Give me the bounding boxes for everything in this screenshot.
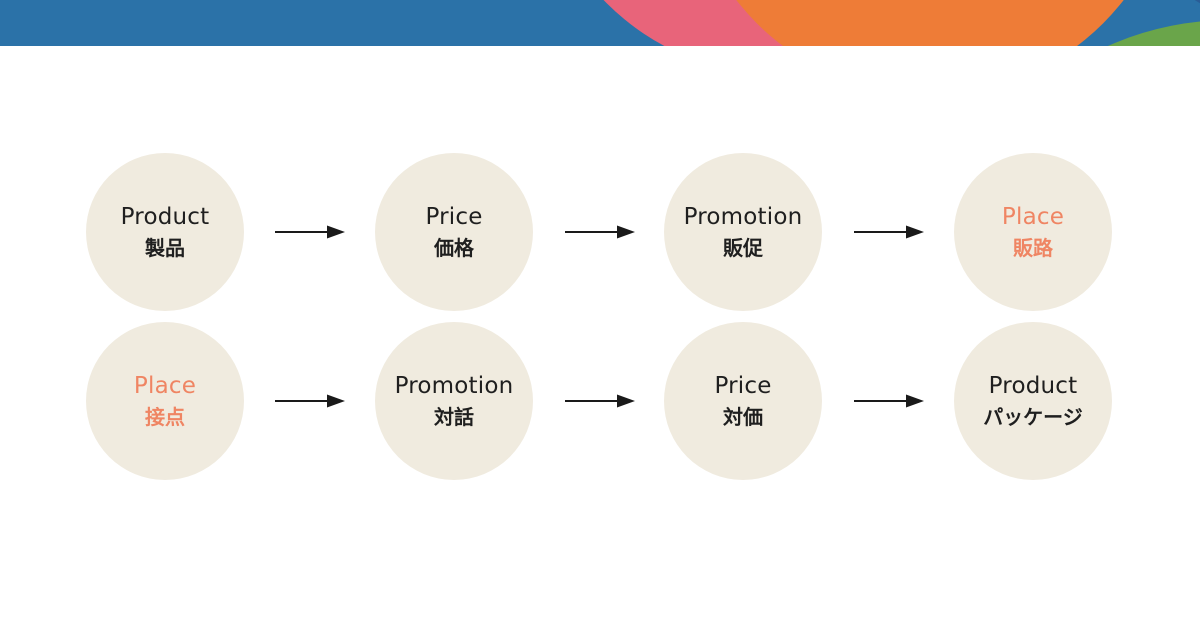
arrow-right	[275, 393, 345, 409]
banner-navy-ring	[1194, 0, 1200, 4]
node-product: Product 製品	[86, 153, 244, 311]
node-label-en: Promotion	[394, 373, 514, 399]
header-banner	[0, 0, 1200, 46]
node-label-jp: 販促	[723, 236, 763, 260]
node-label-en: Price	[714, 373, 772, 399]
arrow-right	[565, 224, 635, 240]
node-label-jp: 接点	[145, 405, 185, 429]
node-label-en: Place	[1001, 204, 1065, 230]
node-label-jp: パッケージ	[983, 405, 1083, 429]
node-price: Price 対価	[664, 322, 822, 480]
node-label-en: Product	[120, 204, 210, 230]
node-product: Product パッケージ	[954, 322, 1112, 480]
banner-orange-shape	[736, 0, 1124, 46]
node-label-en: Price	[425, 204, 483, 230]
node-place: Place 販路	[954, 153, 1112, 311]
node-label-en: Promotion	[683, 204, 803, 230]
node-place: Place 接点	[86, 322, 244, 480]
arrow-right	[275, 224, 345, 240]
node-label-jp: 対話	[434, 405, 474, 429]
node-promotion: Promotion 対話	[375, 322, 533, 480]
node-label-jp: 販路	[1013, 236, 1053, 260]
node-label-jp: 対価	[723, 405, 763, 429]
banner-shapes	[0, 0, 1200, 46]
arrow-right	[854, 224, 924, 240]
node-price: Price 価格	[375, 153, 533, 311]
node-label-jp: 価格	[434, 236, 474, 260]
node-promotion: Promotion 販促	[664, 153, 822, 311]
node-label-jp: 製品	[145, 236, 185, 260]
node-label-en: Product	[988, 373, 1078, 399]
arrow-right	[854, 393, 924, 409]
banner-green-shape	[1107, 21, 1200, 46]
arrow-right	[565, 393, 635, 409]
node-label-en: Place	[133, 373, 197, 399]
